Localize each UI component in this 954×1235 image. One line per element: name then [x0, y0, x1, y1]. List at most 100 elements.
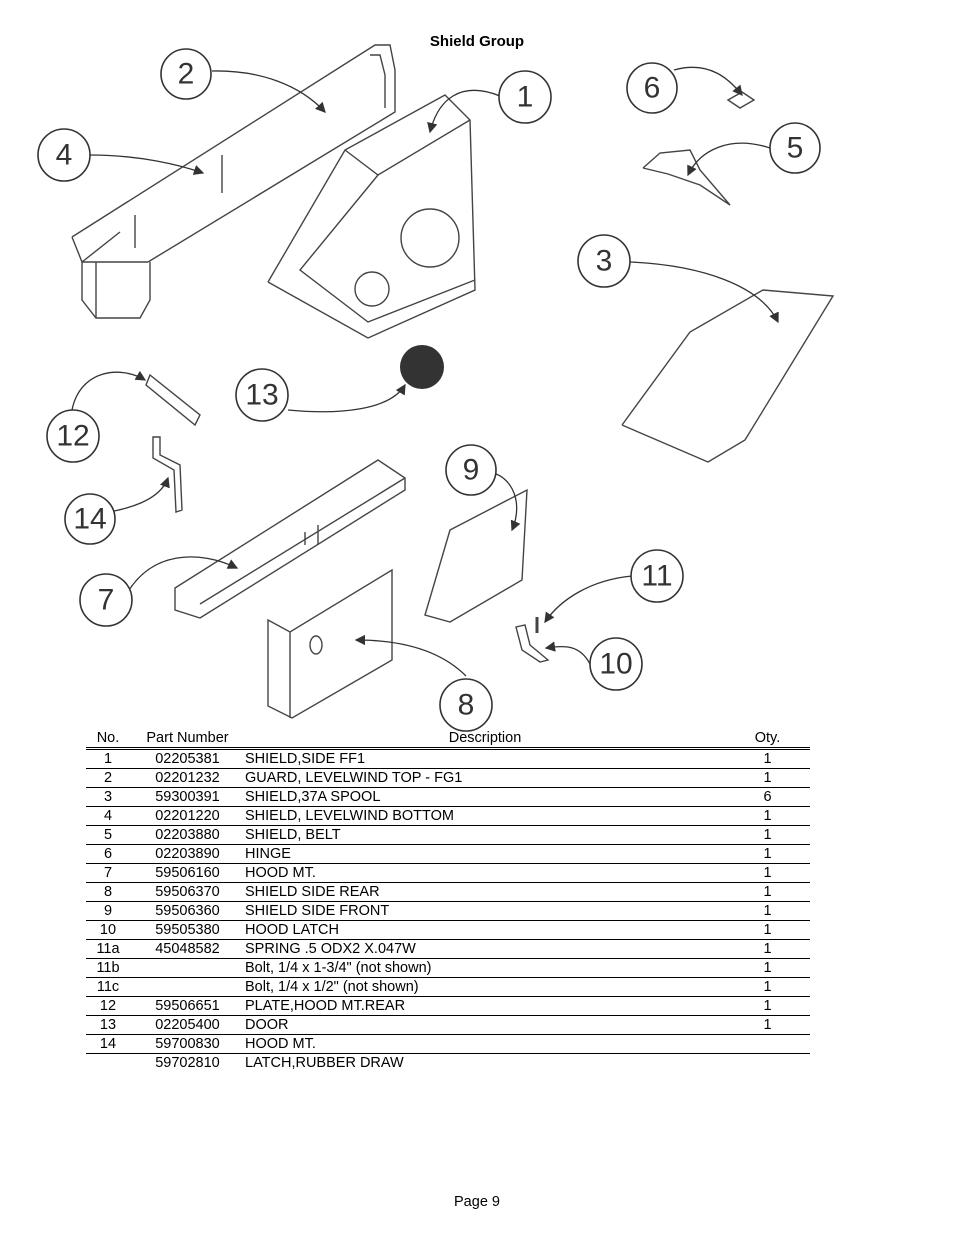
- hood-mt-bracket-part: [152, 436, 183, 513]
- callout-10: 10: [599, 648, 632, 681]
- row-qty: 1: [725, 920, 810, 940]
- row-no: 6: [86, 844, 130, 864]
- shield-group-drawing: 2 1 4 6 5 3 12 13 14 7 8 9 11 10: [37, 44, 835, 732]
- page-title: Shield Group: [429, 33, 525, 50]
- row-no: 4: [86, 806, 130, 826]
- belt-shield-part: [642, 149, 731, 206]
- row-description: Bolt, 1/4 x 1/2" (not shown): [245, 977, 725, 997]
- header-description: Description: [245, 729, 725, 750]
- row-part-number: 59505380: [130, 920, 245, 940]
- callout-12: 12: [56, 420, 89, 453]
- row-part-number: 59506160: [130, 863, 245, 883]
- header-qty: Oty.: [725, 729, 810, 750]
- side-shield-part: [267, 94, 476, 339]
- row-qty: 1: [725, 748, 810, 769]
- row-qty: 1: [725, 844, 810, 864]
- row-qty: 1: [725, 939, 810, 959]
- callout-9: 9: [463, 454, 480, 487]
- callout-3: 3: [596, 245, 613, 278]
- callout-7: 7: [98, 584, 115, 617]
- row-part-number: [130, 958, 245, 978]
- row-part-number: 02203890: [130, 844, 245, 864]
- row-no: 1: [86, 748, 130, 769]
- row-description: LATCH,RUBBER DRAW: [245, 1055, 404, 1071]
- row-part-number: 02205381: [130, 748, 245, 769]
- row-no: 14: [86, 1034, 130, 1054]
- row-description: SHIELD,SIDE FF1: [245, 748, 725, 769]
- page-number: Page 9: [454, 1194, 500, 1210]
- row-description: SHIELD SIDE FRONT: [245, 901, 725, 921]
- row-description: DOOR: [245, 1015, 725, 1035]
- callout-11: 11: [641, 560, 672, 593]
- door-part: [400, 345, 444, 389]
- row-description: HOOD MT.: [245, 863, 725, 883]
- row-no: 11c: [86, 977, 130, 997]
- table-row: 11c Bolt, 1/4 x 1/2" (not shown)1: [86, 977, 810, 997]
- row-no: 12: [86, 996, 130, 1016]
- row-no: 7: [86, 863, 130, 883]
- row-part-number: [130, 977, 245, 997]
- plate-part: [145, 373, 201, 427]
- callout-1: 1: [517, 81, 534, 114]
- row-qty: 1: [725, 977, 810, 997]
- row-part-number: 02201232: [130, 768, 245, 788]
- callout-6: 6: [644, 72, 661, 105]
- row-qty: 1: [725, 901, 810, 921]
- row-qty: 1: [725, 882, 810, 902]
- row-no: 2: [86, 768, 130, 788]
- table-row: 59702810 LATCH,RUBBER DRAW: [86, 1054, 810, 1073]
- row-description: HOOD LATCH: [245, 920, 725, 940]
- row-description: PLATE,HOOD MT.REAR: [245, 996, 725, 1016]
- callout-5: 5: [787, 132, 804, 165]
- row-no: 5: [86, 825, 130, 845]
- row-description: HOOD MT.: [245, 1034, 725, 1054]
- callout-13: 13: [245, 379, 278, 412]
- row-description: SHIELD SIDE REAR: [245, 882, 725, 902]
- shield-side-front-part: [424, 488, 528, 623]
- spool-shield-part: [621, 289, 835, 463]
- row-description: Bolt, 1/4 x 1-3/4" (not shown): [245, 958, 725, 978]
- row-qty: [725, 1034, 810, 1054]
- row-no: 9: [86, 901, 130, 921]
- table-row: 11b Bolt, 1/4 x 1-3/4" (not shown)1: [86, 958, 810, 978]
- callout-8: 8: [458, 689, 475, 722]
- callout-14: 14: [73, 503, 106, 536]
- row-part-number: 45048582: [130, 939, 245, 959]
- row-qty: [725, 1054, 810, 1073]
- row-no: 11b: [86, 958, 130, 978]
- row-part-number: 59700830: [130, 1034, 245, 1054]
- row-no: 11a: [86, 939, 130, 959]
- row-no: [86, 1054, 130, 1073]
- row-description: SHIELD,37A SPOOL: [245, 787, 725, 807]
- row-no: 13: [86, 1015, 130, 1035]
- row-description: SHIELD, BELT: [245, 825, 725, 845]
- row-part-number: 02203880: [130, 825, 245, 845]
- row-qty: 1: [725, 768, 810, 788]
- hood-latch-part: [515, 624, 550, 663]
- row-qty: 6: [725, 787, 810, 807]
- row-part-number: 59702810: [155, 1055, 220, 1071]
- row-qty: 1: [725, 958, 810, 978]
- callout-4: 4: [56, 139, 73, 172]
- callout-2: 2: [178, 58, 195, 91]
- row-description: SPRING .5 ODX2 X.047W: [245, 939, 725, 959]
- row-no: 3: [86, 787, 130, 807]
- row-description: GUARD, LEVELWIND TOP - FG1: [245, 768, 725, 788]
- header-part-number: Part Number: [130, 729, 245, 750]
- row-no: 10: [86, 920, 130, 940]
- levelwind-shield-part: [71, 44, 396, 319]
- row-description: HINGE: [245, 844, 725, 864]
